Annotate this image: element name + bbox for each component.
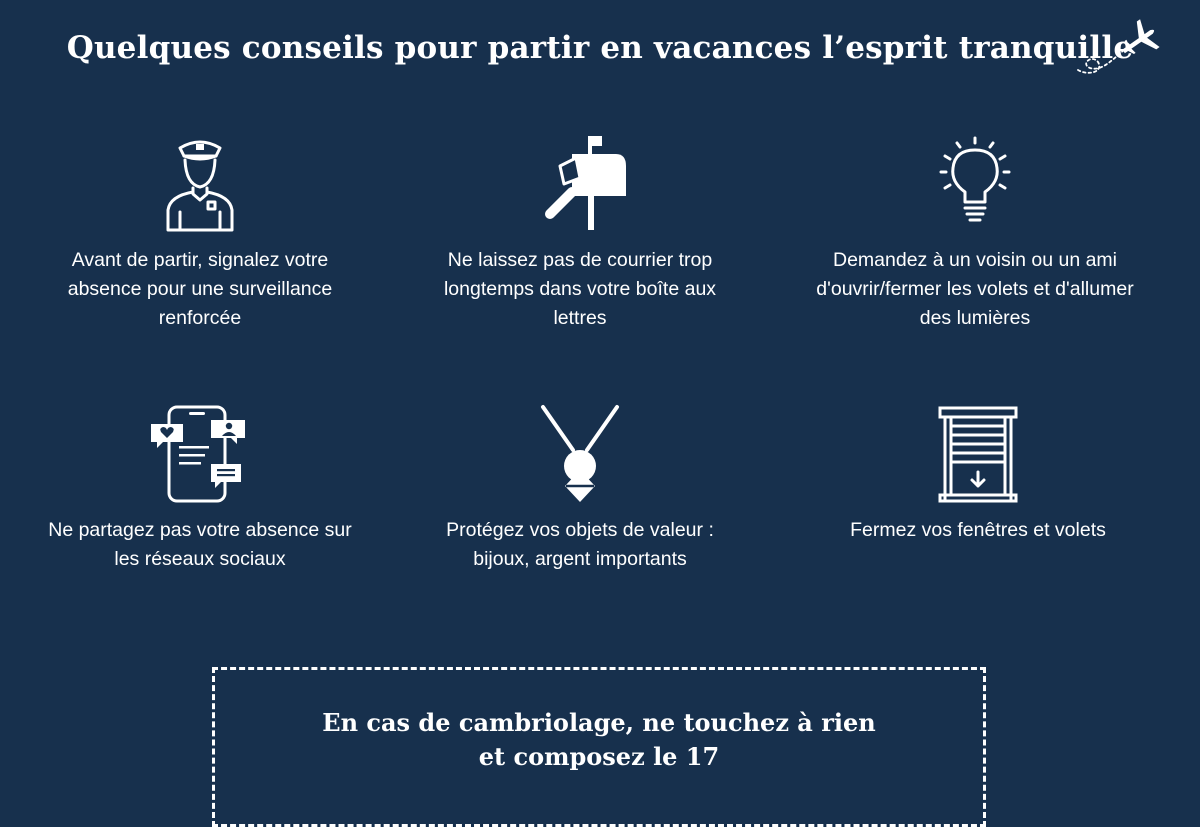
window-shutter-icon — [938, 406, 1018, 503]
light-bulb-icon — [939, 136, 1011, 222]
mailbox-icon — [545, 136, 626, 230]
tip-text: Protégez vos objets de valeur : bijoux, … — [446, 519, 714, 570]
emergency-callout: En cas de cambriolage, ne touchez à rien… — [212, 667, 986, 827]
page-title: Quelques conseils pour partir en vacance… — [66, 30, 1134, 66]
tip-text: Fermez vos fenêtres et volets — [850, 519, 1106, 541]
necklace-icon — [541, 405, 619, 502]
smartphone-social-icon — [151, 405, 245, 503]
airplane-icon — [1077, 19, 1160, 74]
tip-text: Avant de partir, signalez votre absence … — [67, 249, 333, 329]
police-officer-icon — [166, 140, 234, 232]
tip-text: Ne partagez pas votre absence sur les ré… — [48, 519, 352, 570]
tip-text: Demandez à un voisin ou un ami d'ouvrir/… — [816, 249, 1134, 329]
alert-line-2: et composez le 17 — [478, 742, 720, 771]
tip-text: Ne laissez pas de courrier trop longtemp… — [443, 249, 717, 329]
alert-line-1: En cas de cambriolage, ne touchez à rien — [322, 708, 876, 737]
